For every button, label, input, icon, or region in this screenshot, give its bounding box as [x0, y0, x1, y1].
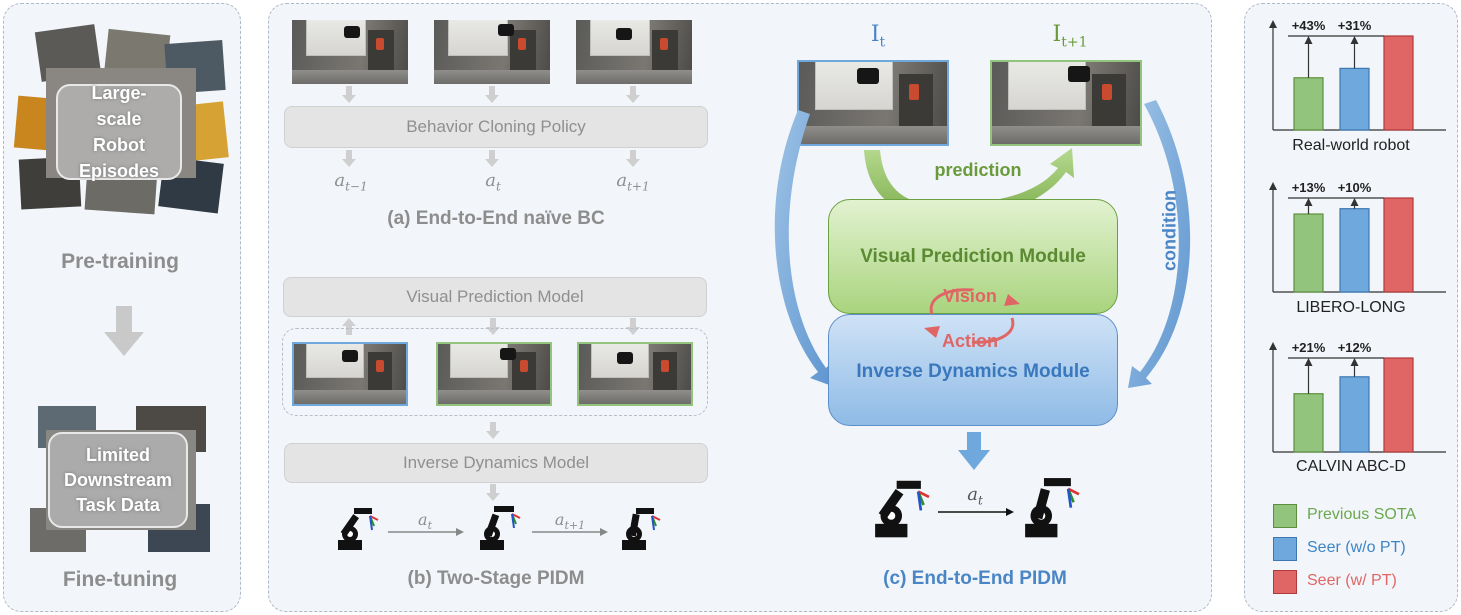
down-arrow-icon	[626, 150, 640, 167]
down-arrow-icon	[104, 306, 144, 356]
legend-swatch-seer-wo-pt	[1273, 537, 1297, 561]
action-label: at+1	[554, 510, 586, 533]
action-label: at+1	[616, 170, 650, 194]
chart-title: CALVIN ABC-D	[1296, 458, 1406, 475]
y-axis-arrow	[1269, 20, 1277, 28]
action-cycle-label: Action	[942, 331, 998, 351]
frame-group	[282, 328, 708, 416]
inverse-dynamics-module-label: Inverse Dynamics Module	[856, 361, 1090, 382]
panel-b-caption: (b) Two-Stage PIDM	[407, 568, 585, 589]
finetune-data-box: Limited Downstream Task Data	[48, 432, 188, 528]
legend-swatch-seer-w-pt	[1273, 570, 1297, 594]
behavior-cloning-policy-label: Behavior Cloning Policy	[406, 117, 586, 136]
gain-label: +13%	[1292, 180, 1326, 195]
bar	[1339, 208, 1370, 293]
robot-arm-icon	[480, 506, 521, 550]
frame-label-next: It+1	[1052, 22, 1088, 51]
frame-image	[576, 20, 692, 84]
frame-image	[434, 20, 550, 84]
robot-arm-icon	[875, 480, 930, 538]
visual-prediction-model-label: Visual Prediction Model	[406, 287, 584, 306]
down-arrow-icon	[485, 86, 499, 103]
bar	[1383, 197, 1414, 293]
down-arrow-icon	[626, 318, 640, 335]
results-bar-charts: +43% +31% +13% +10% +21% +12%	[1269, 18, 1446, 453]
panel-a-caption: (a) End-to-End naïve BC	[387, 208, 605, 229]
down-arrow-icon	[485, 150, 499, 167]
visual-prediction-model-box: Visual Prediction Model	[283, 277, 707, 317]
finetune-data-text: Limited Downstream Task Data	[63, 444, 173, 515]
robot-arm-icon	[622, 508, 661, 550]
bar	[1339, 376, 1370, 453]
pretrain-data-box: Large-scale Robot Episodes	[56, 83, 182, 181]
gain-arrow-head	[1304, 36, 1313, 44]
vision-label: Vision	[943, 286, 997, 306]
frame-image	[292, 342, 408, 406]
gain-label: +12%	[1338, 340, 1372, 355]
visual-prediction-module-label: Visual Prediction Module	[860, 246, 1086, 267]
behavior-cloning-policy-box: Behavior Cloning Policy	[284, 106, 708, 148]
right-arrow-icon	[938, 508, 1014, 516]
y-axis-arrow	[1269, 182, 1277, 190]
bar	[1293, 213, 1324, 293]
bar	[1383, 35, 1414, 131]
pretrain-data-text: Large-scale Robot Episodes	[78, 83, 160, 181]
inverse-dynamics-model-box: Inverse Dynamics Model	[284, 443, 708, 483]
gain-label: +43%	[1292, 18, 1326, 33]
frame-image	[577, 342, 693, 406]
down-arrow-icon	[486, 318, 500, 335]
legend-label-seer-wo-pt: Seer (w/o PT)	[1307, 539, 1406, 556]
cycle-arrows-icon	[924, 288, 1020, 344]
next-frame-image	[990, 60, 1142, 146]
frame-image	[436, 342, 552, 406]
legend-label-seer-w-pt: Seer (w/ PT)	[1307, 572, 1397, 589]
bar	[1339, 67, 1370, 131]
condition-label: condition	[1159, 190, 1180, 271]
pretraining-label: Pre-training	[61, 250, 179, 273]
legend-swatch-previous-sota	[1273, 504, 1297, 528]
current-frame-image	[797, 60, 949, 146]
inverse-dynamics-model-label: Inverse Dynamics Model	[402, 453, 590, 472]
down-arrow-icon	[486, 422, 500, 439]
gain-arrow-head	[1350, 358, 1359, 366]
right-arrow-icon	[532, 528, 608, 536]
action-label: at	[418, 510, 432, 533]
down-arrow-icon	[342, 150, 356, 167]
panel-c-caption: (c) End-to-End PIDM	[883, 568, 1067, 589]
action-label: at	[485, 170, 501, 194]
gain-label: +31%	[1338, 18, 1372, 33]
visual-prediction-module-box: Visual Prediction Module	[828, 199, 1118, 314]
action-label: at−1	[334, 170, 368, 194]
gain-arrow-head	[1304, 198, 1313, 206]
inverse-dynamics-module-box: Inverse Dynamics Module	[828, 314, 1118, 426]
frame-image	[292, 20, 408, 84]
chart-title: LIBERO-LONG	[1296, 299, 1406, 316]
legend-label-previous-sota: Previous SOTA	[1307, 506, 1417, 523]
down-arrow-icon	[958, 432, 990, 470]
down-arrow-icon	[342, 86, 356, 103]
gain-arrow-head	[1304, 358, 1313, 366]
robot-arm-icon	[338, 508, 379, 550]
down-arrow-icon	[626, 86, 640, 103]
prediction-label: prediction	[934, 160, 1022, 180]
gain-arrow-head	[1350, 36, 1359, 44]
robot-arm-icon	[1025, 478, 1080, 538]
frame-label-current: It	[870, 22, 886, 51]
down-arrow-icon	[486, 484, 500, 501]
chart-title: Real-world robot	[1292, 137, 1410, 154]
gain-label: +10%	[1338, 180, 1372, 195]
y-axis-arrow	[1269, 342, 1277, 350]
bar	[1293, 393, 1324, 453]
finetuning-label: Fine-tuning	[62, 568, 178, 591]
up-arrow-icon	[342, 318, 356, 335]
gain-label: +21%	[1292, 340, 1326, 355]
bar	[1293, 77, 1324, 131]
bar	[1383, 357, 1414, 453]
right-arrow-icon	[388, 528, 464, 536]
gain-arrow-head	[1350, 198, 1359, 206]
action-label: at	[967, 484, 983, 508]
